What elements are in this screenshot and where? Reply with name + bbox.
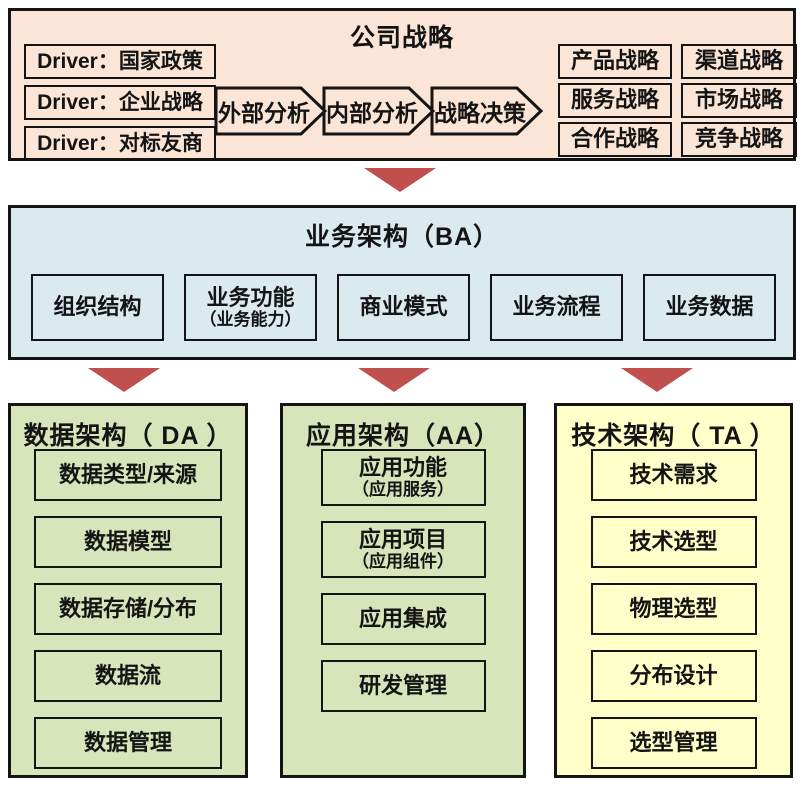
process-step-external-analysis: 外部分析 xyxy=(214,86,328,136)
sub-strategy-label: 竞争战略 xyxy=(694,126,783,152)
down-arrow-strategy-to-ba xyxy=(364,168,436,192)
ba-box-business-data: 业务数据 xyxy=(643,274,776,341)
sub-strategy-product: 产品战略 xyxy=(558,44,672,79)
strategy-process-flow: 外部分析 内部分析 战略决策 xyxy=(214,86,544,136)
technology-architecture-items: 技术需求 技术选型 物理选型 分布设计 选型管理 xyxy=(557,449,790,769)
ta-box-tech-requirements: 技术需求 xyxy=(590,449,757,501)
strategy-drivers-group: Driver：国家政策 Driver：企业战略 Driver：对标友商 xyxy=(24,44,216,161)
sub-strategy-competition: 竞争战略 xyxy=(681,122,797,157)
process-step-label: 战略决策 xyxy=(434,100,526,126)
ba-box-label: 业务功能 xyxy=(206,284,295,310)
da-box-label: 数据存储/分布 xyxy=(58,595,198,621)
driver-box-corporate-strategy: Driver：企业战略 xyxy=(24,85,216,120)
ta-box-physical-selection: 物理选型 xyxy=(590,583,757,635)
da-box-label: 数据管理 xyxy=(83,729,172,755)
ba-box-label: 组织结构 xyxy=(53,294,142,320)
driver-box-benchmark-competitors: Driver：对标友商 xyxy=(24,126,216,161)
down-arrow-ba-to-aa xyxy=(358,368,430,392)
aa-box-label: 应用集成 xyxy=(358,605,447,631)
sub-strategy-channel: 渠道战略 xyxy=(681,44,797,79)
aa-box-rd-management: 研发管理 xyxy=(320,660,486,712)
business-architecture-title: 业务架构（BA） xyxy=(304,223,500,251)
aa-box-app-project: 应用项目 （应用组件） xyxy=(320,521,486,578)
da-box-data-management: 数据管理 xyxy=(34,717,222,769)
ta-box-selection-management: 选型管理 xyxy=(590,717,757,769)
chevron-arrow-shape xyxy=(322,86,436,136)
sub-strategy-label: 合作战略 xyxy=(570,126,659,152)
down-arrow-ba-to-ta xyxy=(621,368,693,392)
driver-label: Driver：对标友商 xyxy=(37,131,203,155)
da-box-data-type-source: 数据类型/来源 xyxy=(34,449,222,501)
data-architecture-section: 数据架构（ DA ） 数据类型/来源 数据模型 数据存储/分布 数据流 数据管理 xyxy=(8,403,248,778)
ta-box-label: 技术需求 xyxy=(629,461,718,487)
ba-box-label: 业务数据 xyxy=(665,294,754,320)
ta-box-label: 分布设计 xyxy=(629,662,718,688)
ba-box-label: 业务流程 xyxy=(512,294,601,320)
process-step-label: 内部分析 xyxy=(326,100,418,126)
da-box-data-flow: 数据流 xyxy=(34,650,222,702)
da-box-data-model: 数据模型 xyxy=(34,516,222,568)
application-architecture-section: 应用架构（AA） 应用功能 （应用服务） 应用项目 （应用组件） 应用集成 研发… xyxy=(280,403,526,778)
aa-box-label: 应用功能 xyxy=(358,454,447,480)
ta-box-label: 选型管理 xyxy=(629,729,718,755)
data-architecture-items: 数据类型/来源 数据模型 数据存储/分布 数据流 数据管理 xyxy=(11,449,245,769)
da-box-label: 数据模型 xyxy=(83,528,172,554)
business-architecture-section: 业务架构（BA） 组织结构 业务功能 （业务能力） 商业模式 业务流程 业务数据 xyxy=(8,205,796,360)
company-strategy-section: 公司战略 Driver：国家政策 Driver：企业战略 Driver：对标友商… xyxy=(8,8,797,161)
sub-strategy-service: 服务战略 xyxy=(558,83,672,118)
aa-box-app-integration: 应用集成 xyxy=(320,593,486,645)
data-architecture-title: 数据架构（ DA ） xyxy=(23,422,233,450)
ta-box-label: 物理选型 xyxy=(629,595,718,621)
chevron-arrow-shape xyxy=(214,86,328,136)
ta-box-tech-selection: 技术选型 xyxy=(590,516,757,568)
driver-label: Driver：企业战略 xyxy=(37,90,203,114)
da-box-data-storage-distribution: 数据存储/分布 xyxy=(34,583,222,635)
down-arrow-ba-to-da xyxy=(88,368,160,392)
sub-strategy-label: 产品战略 xyxy=(570,48,659,74)
ta-box-label: 技术选型 xyxy=(629,528,718,554)
aa-box-label: 研发管理 xyxy=(358,672,447,698)
aa-box-app-function: 应用功能 （应用服务） xyxy=(320,449,486,506)
sub-strategy-label: 服务战略 xyxy=(570,87,659,113)
process-step-strategic-decision: 战略决策 xyxy=(430,86,544,136)
ba-box-label: 商业模式 xyxy=(359,294,448,320)
ba-box-sublabel: （业务能力） xyxy=(199,310,302,330)
ba-box-business-process: 业务流程 xyxy=(490,274,623,341)
aa-box-sublabel: （应用服务） xyxy=(352,480,454,500)
application-architecture-items: 应用功能 （应用服务） 应用项目 （应用组件） 应用集成 研发管理 xyxy=(283,449,523,712)
driver-label: Driver：国家政策 xyxy=(37,49,203,73)
application-architecture-title: 应用架构（AA） xyxy=(305,422,501,450)
process-step-label: 外部分析 xyxy=(218,100,310,126)
aa-box-label: 应用项目 xyxy=(358,526,447,552)
sub-strategy-cooperation: 合作战略 xyxy=(558,122,672,157)
ba-box-org-structure: 组织结构 xyxy=(31,274,164,341)
ba-box-business-model: 商业模式 xyxy=(337,274,470,341)
technology-architecture-section: 技术架构（ TA ） 技术需求 技术选型 物理选型 分布设计 选型管理 xyxy=(554,403,793,778)
business-architecture-items: 组织结构 业务功能 （业务能力） 商业模式 业务流程 业务数据 xyxy=(31,274,776,341)
technology-architecture-title: 技术架构（ TA ） xyxy=(571,422,776,450)
chevron-arrow-shape xyxy=(430,86,544,136)
process-step-internal-analysis: 内部分析 xyxy=(322,86,436,136)
sub-strategy-label: 渠道战略 xyxy=(694,48,783,74)
sub-strategy-label: 市场战略 xyxy=(694,87,783,113)
company-strategy-title: 公司战略 xyxy=(349,24,454,52)
sub-strategy-market: 市场战略 xyxy=(681,83,797,118)
ta-box-distribution-design: 分布设计 xyxy=(590,650,757,702)
da-box-label: 数据类型/来源 xyxy=(58,461,198,487)
aa-box-sublabel: （应用组件） xyxy=(352,552,454,572)
sub-strategies-grid: 产品战略 渠道战略 服务战略 市场战略 合作战略 竞争战略 xyxy=(558,44,797,157)
da-box-label: 数据流 xyxy=(94,662,161,688)
driver-box-national-policy: Driver：国家政策 xyxy=(24,44,216,79)
ba-box-business-function: 业务功能 （业务能力） xyxy=(184,274,317,341)
